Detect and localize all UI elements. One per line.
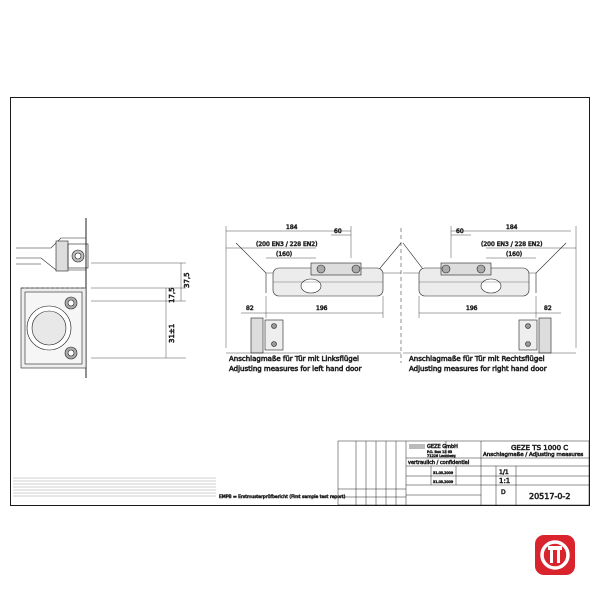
left-dim-60: 60: [334, 228, 342, 235]
date-1: 31.03.2009: [433, 471, 453, 475]
footer-note: EMPB = Erstmusterprüfbericht (First samp…: [219, 494, 346, 500]
dim-37-5: 37,5: [183, 272, 191, 288]
left-dim-range: (200 EN3 / 228 EN2): [256, 241, 317, 248]
left-dim-160: (160): [276, 251, 292, 258]
brand-logo: [535, 535, 575, 575]
confidential-label: vertraulich / confidential: [408, 460, 469, 466]
right-caption-en: Adjusting measures for right hand door: [409, 365, 547, 373]
sheet-number: 1/1: [499, 469, 509, 476]
right-dim-range: (200 EN3 / 228 EN2): [481, 241, 542, 248]
company-line3: 71226 Leonberg: [427, 454, 456, 458]
company-name: GEZE GmbH: [427, 444, 458, 450]
left-dim-82: 82: [246, 305, 254, 312]
right-dim-184: 184: [506, 224, 518, 231]
right-door-drawing: [402, 226, 577, 354]
right-dim-82: 82: [544, 305, 552, 312]
right-dim-60: 60: [456, 228, 464, 235]
left-caption-en: Adjusting measures for left hand door: [229, 365, 362, 373]
dim-31: 31±1: [168, 324, 176, 343]
language-code: D: [501, 489, 506, 496]
date-2: 31.03.2009: [433, 480, 453, 484]
side-view: [16, 218, 186, 378]
dim-17-5: 17,5: [168, 287, 176, 303]
left-dim-184: 184: [286, 224, 298, 231]
company-line2: P.O. Box 13 63: [427, 450, 452, 454]
product-name: GEZE TS 1000 C: [511, 444, 568, 452]
drawing-number: 20517-0-2: [529, 492, 570, 501]
right-dim-196: 196: [466, 305, 478, 312]
left-caption-de: Anschlagmaße für Tür mit Linksflügel: [229, 355, 359, 363]
legal-notice-lines: [13, 477, 216, 497]
right-dim-160: (160): [506, 251, 522, 258]
right-caption-de: Anschlagmaße für Tür mit Rechtsflügel: [409, 355, 545, 363]
drawing-sheet: 37,5 17,5 31±1 184 60 (200 EN3 / 22: [10, 97, 590, 506]
drawing-title: Anschlagmaße / Adjusting measures: [483, 452, 583, 458]
left-dim-196: 196: [316, 305, 328, 312]
left-door-drawing: [225, 226, 402, 354]
scale-value: 1:1: [499, 477, 510, 485]
